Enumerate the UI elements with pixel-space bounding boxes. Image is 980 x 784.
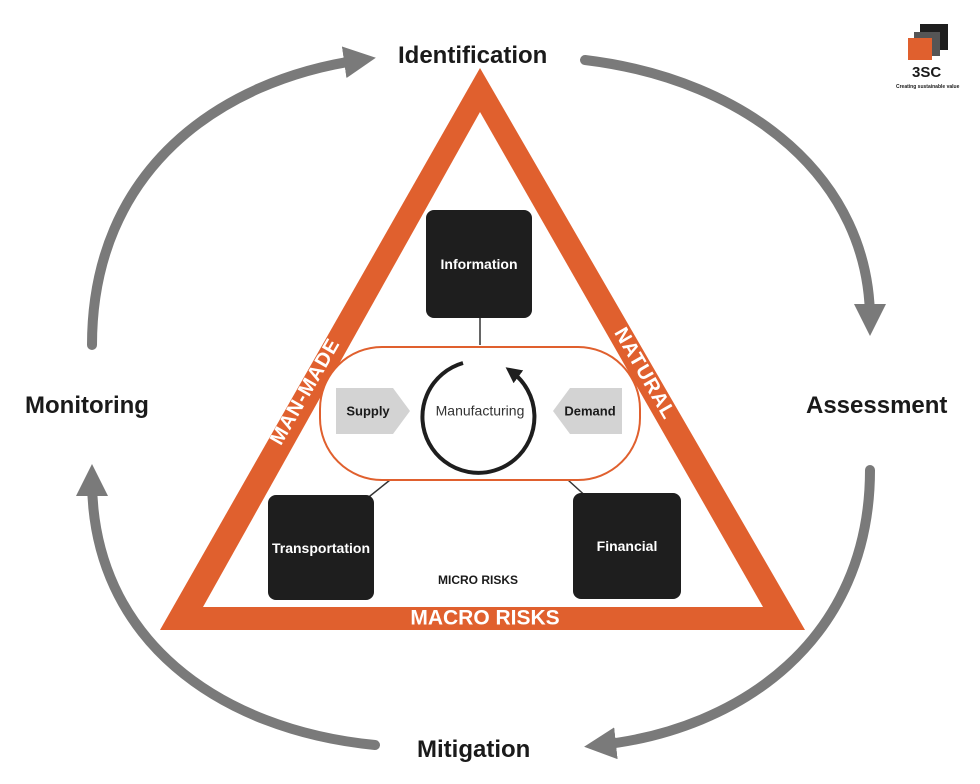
stage-identification: Identification (398, 42, 548, 69)
demand-chevron (553, 388, 622, 434)
supply-label: Supply (346, 403, 390, 418)
logo-tagline: Creating sustainable value (896, 84, 960, 90)
macro-risks-label: MACRO RISKS (410, 607, 559, 630)
supply-chevron (336, 388, 410, 434)
arrow-assessment-to-mitigation (584, 465, 875, 760)
company-logo: 3SC Creating sustainable value (896, 18, 966, 98)
arrow-mitigation-to-monitoring (76, 464, 380, 750)
information-box: Information (426, 210, 532, 318)
arrow-identification-to-assessment (580, 55, 886, 336)
arrow-monitoring-to-identification (87, 46, 376, 350)
stage-monitoring: Monitoring (25, 392, 149, 419)
core-capsule (319, 346, 641, 481)
demand-label: Demand (564, 403, 615, 418)
logo-name: 3SC (912, 64, 942, 81)
transportation-box: Transportation (268, 495, 374, 600)
micro-risks-label: MICRO RISKS (438, 573, 518, 587)
logo-mark-icon (908, 24, 948, 60)
manufacturing-cycle-arrow (420, 361, 537, 475)
manufacturing-label: Manufacturing (436, 403, 525, 419)
stage-assessment: Assessment (806, 392, 948, 419)
financial-box: Financial (573, 493, 681, 599)
stage-mitigation: Mitigation (417, 736, 531, 763)
